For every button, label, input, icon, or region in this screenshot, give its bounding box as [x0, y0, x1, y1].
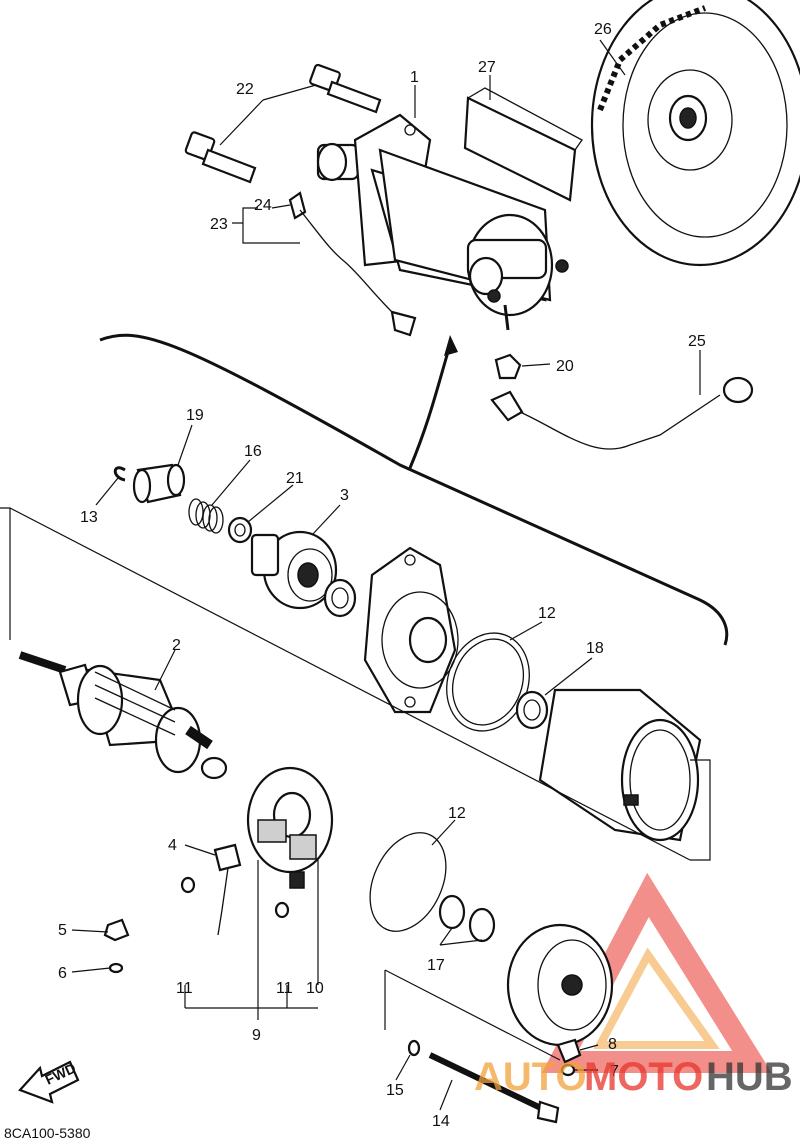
callout-12: 12 — [538, 605, 556, 622]
washer-7 — [560, 1063, 576, 1077]
washer-small — [323, 578, 357, 618]
callout-12b: 12 — [448, 805, 466, 822]
brush-holder-plate — [246, 766, 334, 874]
guide-line-upper — [0, 507, 691, 861]
starter-lead-wire — [490, 376, 754, 450]
washer-11b — [274, 901, 290, 919]
callout-23: 23 — [210, 216, 228, 233]
callout-2: 2 — [172, 637, 181, 654]
callout-4: 4 — [168, 837, 177, 854]
seal-18 — [515, 690, 549, 730]
callout-8: 8 — [608, 1036, 617, 1053]
callout-13: 13 — [80, 509, 98, 526]
watermark-text: AUTO MOTO HUB — [474, 1055, 793, 1099]
washer-21 — [227, 516, 253, 544]
washer-11a — [180, 876, 196, 894]
callout-20: 20 — [556, 358, 574, 375]
nut — [494, 353, 522, 380]
callout-labels: 1 2 3 4 5 6 7 8 9 10 11 11 12 12 13 14 1… — [58, 21, 706, 1130]
through-bolt-14 — [428, 1052, 560, 1124]
leader-lines — [71, 39, 701, 1111]
guide-line-right — [690, 759, 711, 861]
starter-motor-assembly — [316, 113, 569, 331]
assembly-arrow — [408, 344, 452, 469]
callout-10: 10 — [306, 980, 324, 997]
spring-16 — [188, 498, 224, 534]
watermark-hub: HUB — [706, 1055, 793, 1099]
brush-4 — [213, 843, 242, 936]
armature — [18, 651, 228, 780]
ground-lead — [288, 191, 417, 337]
o-ring-12-lower — [369, 832, 447, 932]
callout-7: 7 — [610, 1063, 619, 1080]
watermark-moto: MOTO — [584, 1055, 703, 1099]
callout-9: 9 — [252, 1027, 261, 1044]
callout-14: 14 — [432, 1113, 450, 1130]
callout-5: 5 — [58, 922, 67, 939]
callout-16: 16 — [244, 443, 262, 460]
callout-18: 18 — [586, 640, 604, 657]
callout-21: 21 — [286, 470, 304, 487]
nut-8 — [556, 1038, 582, 1064]
callout-27: 27 — [478, 59, 496, 76]
callout-11b: 11 — [276, 980, 293, 997]
guide-line-lower — [384, 969, 561, 1061]
callout-24: 24 — [254, 197, 272, 214]
callout-17: 17 — [427, 957, 445, 974]
callout-1: 1 — [410, 69, 419, 86]
nut-5 — [103, 918, 130, 942]
collar-19 — [132, 463, 186, 504]
flywheel-ring-gear — [590, 0, 800, 267]
callout-22: 22 — [236, 81, 254, 98]
shims-17 — [438, 894, 496, 943]
o-ring-15 — [407, 1039, 421, 1057]
callout-19: 19 — [186, 407, 204, 424]
callout-6: 6 — [58, 965, 67, 982]
watermark-auto: AUTO — [474, 1055, 587, 1099]
rear-cover — [506, 923, 614, 1047]
shim-plate — [463, 87, 583, 202]
assembly-bracket-arc — [99, 333, 729, 646]
yoke-housing — [538, 688, 702, 842]
washer-6 — [108, 962, 124, 974]
bolt-upper — [309, 63, 382, 114]
callout-26: 26 — [594, 21, 612, 38]
circlip-13 — [113, 466, 126, 482]
diagram-code: 8CA100-5380 — [4, 1125, 91, 1141]
callout-25: 25 — [688, 333, 706, 350]
bolt-lower — [184, 131, 257, 184]
callout-3: 3 — [340, 487, 349, 504]
spring-10 — [289, 871, 305, 889]
clutch-pinion-3 — [250, 530, 338, 610]
callout-15: 15 — [386, 1082, 404, 1099]
front-cover — [363, 546, 459, 714]
fwd-arrow-icon: FWD — [18, 1060, 80, 1104]
callout-11: 11 — [176, 980, 193, 997]
